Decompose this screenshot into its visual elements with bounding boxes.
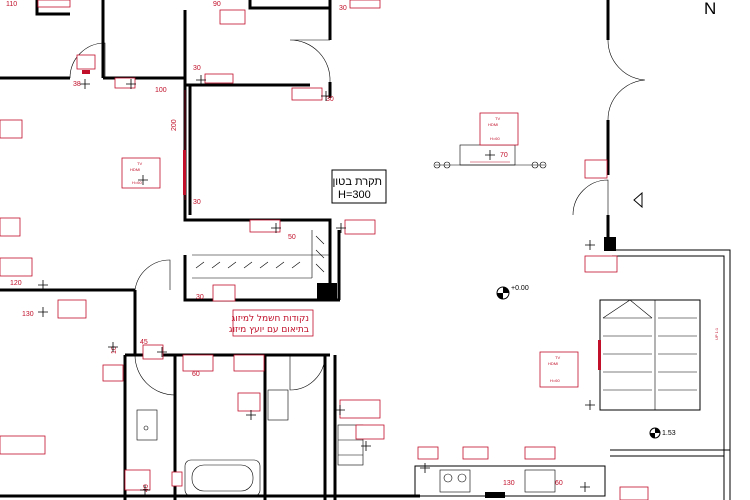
hdmi-tag-3: HDMI bbox=[548, 361, 558, 366]
dim-60-b: 60 bbox=[555, 480, 563, 487]
fixtures bbox=[136, 144, 606, 498]
dim-60-a: 60 bbox=[192, 371, 200, 378]
walls bbox=[0, 0, 731, 500]
level-main-label: +0.00 bbox=[511, 285, 529, 292]
ac-note-line2: בתיאום עם יועץ מיזוג bbox=[229, 325, 309, 335]
dim-30-a: 30 bbox=[339, 5, 347, 12]
electrical-tags: TV HDMI H=60 TV HDMI H=60 TV HDMI H=60 bbox=[0, 0, 649, 500]
tv-tag-1: TV bbox=[137, 161, 142, 166]
dim-70: 70 bbox=[500, 152, 508, 159]
dim-30-e: 30 bbox=[196, 294, 204, 301]
level-marker-main: +0.00 bbox=[496, 285, 529, 300]
dimensions: 110 90 30 38 30 100 30 200 30 70 50 120 … bbox=[6, 1, 563, 492]
dim-40: 40 bbox=[143, 484, 150, 492]
north-label: N bbox=[704, 0, 716, 18]
height-tag-2: H=60 bbox=[490, 136, 500, 141]
hdmi-tag-2: HDMI bbox=[488, 122, 498, 127]
height-tag-3: H=60 bbox=[550, 378, 560, 383]
staircase: UP 1:1 bbox=[599, 299, 719, 411]
dim-90: 90 bbox=[213, 1, 221, 8]
ceiling-note: תקרת בטון H=300 bbox=[331, 169, 387, 204]
height-tag-1: H=60 bbox=[132, 180, 142, 185]
dim-200: 200 bbox=[171, 119, 178, 131]
dim-130-b: 130 bbox=[503, 480, 515, 487]
dim-120: 120 bbox=[10, 280, 22, 287]
ac-note: נקודות חשמל למיזוג בתיאום עם יועץ מיזוג bbox=[229, 309, 314, 337]
ceiling-note-line1: תקרת בטון bbox=[332, 176, 382, 188]
dim-30-d: 30 bbox=[193, 199, 201, 206]
dim-38: 38 bbox=[73, 81, 81, 88]
dim-30-c: 30 bbox=[326, 96, 334, 103]
outlet-markers bbox=[38, 75, 595, 495]
dim-50: 50 bbox=[288, 234, 296, 241]
stair-direction-label: UP 1:1 bbox=[714, 327, 719, 340]
tv-tag-3: TV bbox=[555, 355, 560, 360]
dim-30-b: 30 bbox=[193, 65, 201, 72]
hdmi-tag-1: HDMI bbox=[130, 167, 140, 172]
dim-10: 10 bbox=[111, 346, 118, 354]
ceiling-note-line2: H=300 bbox=[338, 189, 371, 201]
ac-note-line1: נקודות חשמל למיזוג bbox=[232, 314, 309, 324]
tv-tag-2: TV bbox=[495, 116, 500, 121]
doors bbox=[69, 39, 646, 396]
level-stair-label: 1.53 bbox=[662, 430, 676, 437]
dim-110: 110 bbox=[6, 1, 17, 8]
closet bbox=[192, 230, 337, 301]
level-marker-stair: 1.53 bbox=[649, 427, 676, 439]
entry-arrow-icon bbox=[633, 191, 643, 209]
dim-45: 45 bbox=[140, 339, 148, 346]
dim-130-a: 130 bbox=[22, 311, 34, 318]
dim-100: 100 bbox=[155, 87, 167, 94]
